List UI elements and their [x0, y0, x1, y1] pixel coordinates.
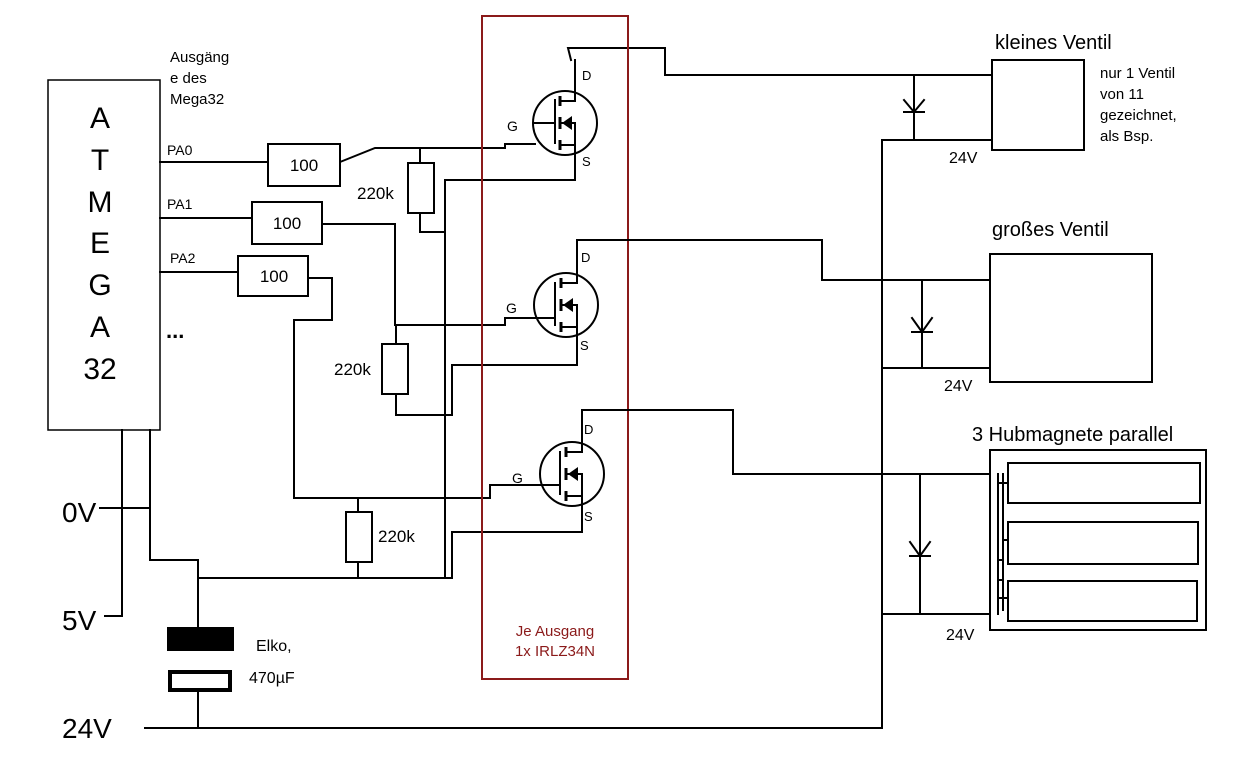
lifting-magnets: 3 Hubmagnete parallel	[972, 424, 1207, 631]
chip-number: 32	[83, 353, 116, 386]
resistor-100-pa2: 100	[237, 255, 309, 297]
small-valve-label: kleines Ventil	[995, 32, 1112, 54]
pin-label-source: S	[580, 338, 589, 353]
rail-label-24v: 24V	[62, 713, 112, 744]
resistor-value: 220k	[334, 360, 371, 379]
chip-letter: G	[88, 269, 111, 302]
chip-letter: E	[90, 227, 110, 260]
magnets-label: 3 Hubmagnete parallel	[972, 424, 1173, 446]
resistor-value: 100	[290, 156, 318, 175]
pin-label-gate: G	[506, 300, 517, 316]
chip-letter: M	[88, 186, 113, 219]
resistor-100-pa1: 100	[251, 201, 323, 245]
load-supply-label: 24V	[949, 150, 978, 167]
note-text: nur 1 Ventil	[1100, 65, 1175, 82]
resistor-value: 100	[273, 214, 301, 233]
power-rails	[99, 429, 883, 729]
chip-letter: A	[90, 102, 110, 135]
drain-wiring	[576, 74, 993, 475]
pin-label-source: S	[582, 154, 591, 169]
note-text: gezeichnet,	[1100, 107, 1177, 124]
port-label-pa1: PA1	[167, 196, 193, 212]
rail-label-0v: 0V	[62, 497, 97, 528]
capacitor-value: 470µF	[249, 670, 295, 687]
mosfet-3: D S G	[512, 409, 605, 524]
large-valve: großes Ventil	[989, 219, 1153, 383]
mosfet-2: D S G	[506, 239, 599, 353]
chip-letter: T	[91, 144, 109, 177]
pin-label-gate: G	[512, 470, 523, 486]
magnet-coil	[1007, 462, 1201, 504]
resistor-value: 100	[260, 267, 288, 286]
load-supply-label: 24V	[946, 627, 975, 644]
pin-label-drain: D	[582, 68, 591, 83]
mosfet-group-frame	[481, 15, 629, 680]
resistor-value: 220k	[357, 184, 394, 203]
pin-label-drain: D	[584, 422, 593, 437]
port-label-pa0: PA0	[167, 142, 193, 158]
pin-label-drain: D	[581, 250, 590, 265]
note-text: als Bsp.	[1100, 128, 1153, 145]
mosfet-group-caption: 1x IRLZ34N	[515, 643, 595, 660]
small-valve: kleines Ventil	[991, 32, 1112, 151]
pin-label-source: S	[584, 509, 593, 524]
resistor-value: 220k	[378, 527, 415, 546]
pin-label-gate: G	[507, 118, 518, 134]
chip-caption: Mega32	[170, 91, 224, 108]
electrolytic-capacitor	[167, 627, 234, 692]
resistor-220k-3: 220k	[345, 511, 415, 563]
rail-label-5v: 5V	[62, 605, 97, 636]
freewheel-diode-1	[902, 74, 926, 141]
large-valve-label: großes Ventil	[992, 219, 1109, 241]
capacitor-label: Elko,	[256, 638, 292, 655]
magnet-coil	[1007, 580, 1198, 622]
mosfet-group-caption: Je Ausgang	[516, 623, 594, 640]
port-label-pa2: PA2	[170, 250, 196, 266]
resistor-220k-1: 220k	[357, 162, 435, 214]
chip-caption: Ausgäng	[170, 49, 229, 66]
magnet-coil	[1007, 521, 1199, 565]
resistor-220k-2: 220k	[334, 343, 409, 395]
freewheel-diode-3	[908, 473, 932, 615]
load-supply-label: 24V	[944, 378, 973, 395]
note-text: von 11	[1100, 86, 1144, 103]
atmega32-chip: A T M E G A 32	[47, 79, 161, 431]
more-ports-ellipsis: ...	[166, 318, 184, 343]
gate-wiring	[159, 143, 541, 499]
chip-letter: A	[90, 311, 110, 344]
chip-caption: e des	[170, 70, 207, 87]
mosfet-1: D S G	[507, 47, 666, 169]
load-supply-bus	[881, 139, 1001, 729]
freewheel-diode-2	[910, 279, 934, 369]
resistor-100-pa0: 100	[267, 143, 341, 187]
